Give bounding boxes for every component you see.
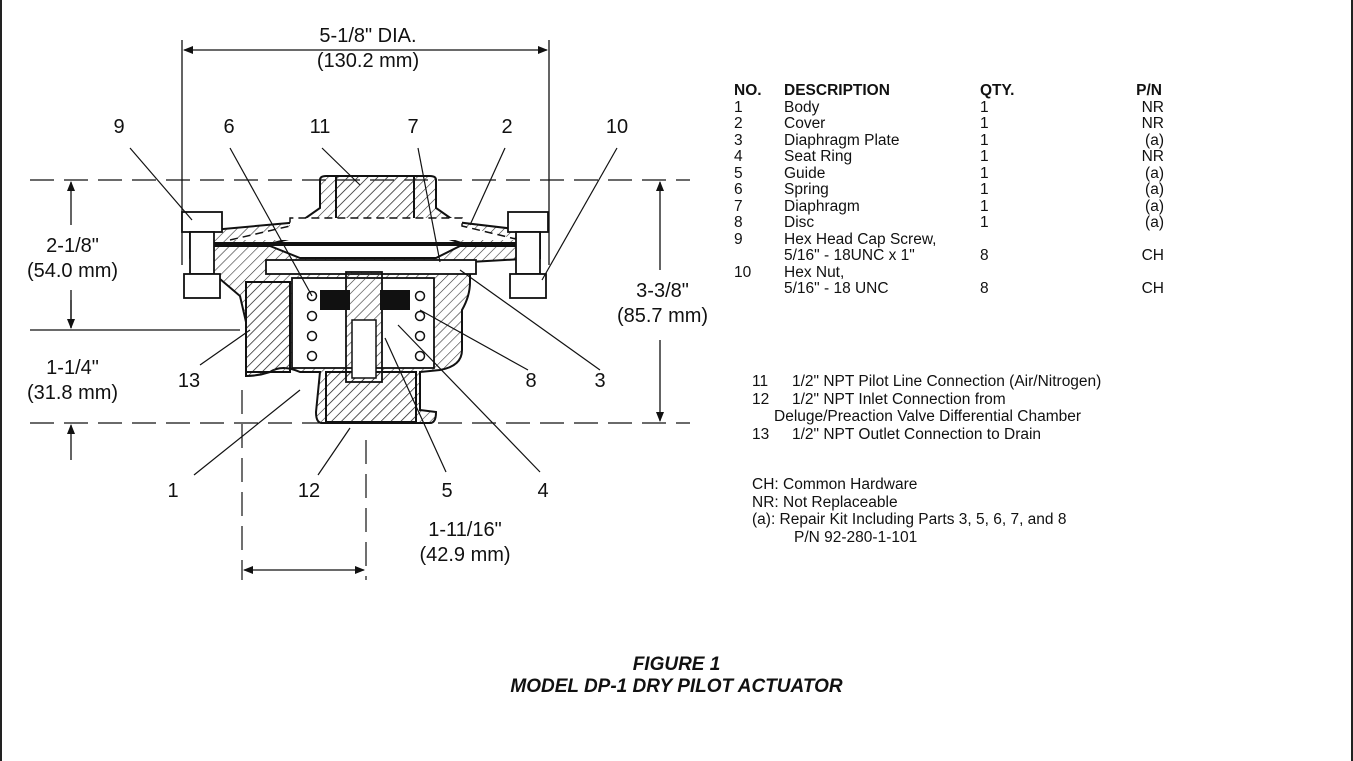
legend-item: (a): Repair Kit Including Parts 3, 5, 6,…	[752, 511, 1067, 528]
parts-table-header: NO. DESCRIPTION QTY. P/N	[734, 82, 1174, 100]
total-height-label: 3-3/8" (85.7 mm)	[616, 280, 709, 327]
lower-height-label: 1-1/4" (31.8 mm)	[26, 357, 119, 404]
callout-8: 8	[525, 370, 537, 392]
callout-3: 3	[594, 370, 606, 392]
header-qty: QTY.	[980, 82, 1015, 99]
legend-item: NR: Not Replaceable	[752, 493, 898, 511]
legend-item: CH: Common Hardware	[752, 476, 918, 493]
outlet-port	[245, 281, 291, 373]
header-pn: P/N	[1136, 82, 1162, 99]
diaphragm-chamber	[229, 217, 521, 241]
center-lines	[30, 179, 690, 580]
callout-9: 9	[113, 116, 125, 138]
hex-head-cap-screw	[181, 211, 223, 299]
leader-lines	[129, 147, 618, 476]
callout-2: 2	[501, 116, 513, 138]
figure-number: FIGURE 1	[632, 654, 721, 675]
upper-height-label: 2-1/8" (54.0 mm)	[26, 235, 119, 282]
header-description: DESCRIPTION	[784, 82, 890, 99]
callout-4: 4	[537, 480, 549, 502]
figure-caption: FIGURE 1 MODEL DP-1 DRY PILOT ACTUATOR	[0, 654, 1353, 698]
header-no: NO.	[734, 82, 762, 99]
overall-diameter-label: 5-1/8" DIA. (130.2 mm)	[316, 25, 420, 72]
callout-7: 7	[407, 116, 419, 138]
callout-11: 11	[309, 116, 331, 138]
guide-bore	[351, 319, 377, 379]
callout-5: 5	[441, 480, 453, 502]
disc-left	[320, 290, 350, 310]
offset-width-label: 1-11/16" (42.9 mm)	[419, 519, 511, 566]
disc-right	[380, 290, 410, 310]
left-height-dimensions	[30, 181, 240, 460]
callout-12: 12	[297, 480, 321, 502]
callout-13: 13	[177, 370, 201, 392]
list-item: Deluge/Preaction Valve Differential Cham…	[774, 408, 1082, 425]
legend-item: P/N 92-280-1-101	[794, 528, 918, 546]
hex-nut	[507, 211, 549, 299]
callout-6: 6	[223, 116, 235, 138]
figure-title: MODEL DP-1 DRY PILOT ACTUATOR	[510, 676, 843, 697]
abbreviation-legend: CH: Common Hardware NR: Not Replaceable …	[752, 476, 1066, 546]
callout-1: 1	[167, 480, 179, 502]
spring-coils	[306, 290, 426, 362]
callout-10: 10	[605, 116, 629, 138]
